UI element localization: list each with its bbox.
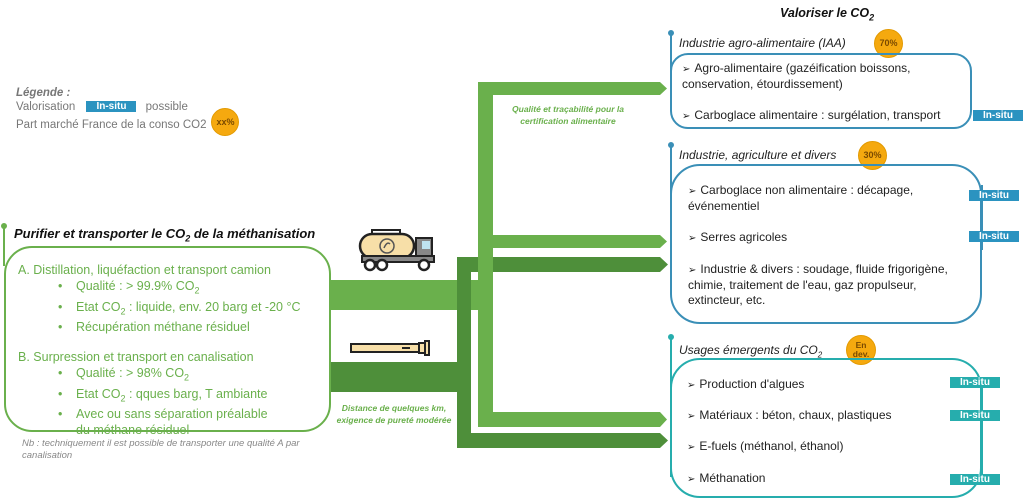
- truck-flow-vertical: [478, 82, 493, 427]
- list-item: ➢Méthanation: [687, 471, 766, 485]
- list-item: ➢Carboglace alimentaire : surgélation, t…: [682, 108, 941, 122]
- legend: Légende : Valorisation In-situ possible …: [16, 86, 240, 136]
- section-a: A. Distillation, liquéfaction et transpo…: [18, 262, 301, 335]
- insitu-badge: In-situ: [969, 231, 1019, 242]
- arrow-to-industrie-dark: [457, 257, 668, 272]
- list-item: ➢Industrie & divers : soudage, fluide fr…: [688, 262, 948, 307]
- insitu-badge: In-situ: [950, 474, 1000, 485]
- arrow-to-industrie-light: [493, 235, 667, 248]
- section-b-bullet: Avec ou sans séparation préalable du mét…: [58, 406, 276, 438]
- section-a-heading: A. Distillation, liquéfaction et transpo…: [18, 263, 271, 277]
- list-item: ➢E-fuels (méthanol, éthanol): [687, 439, 844, 453]
- list-item: ➢Serres agricoles: [688, 230, 788, 244]
- section-b-heading: B. Surpression et transport en canalisat…: [18, 350, 254, 364]
- insitu-badge: In-situ: [950, 410, 1000, 421]
- section-b-bullet: Qualité : > 98% CO2: [58, 365, 276, 386]
- group-industrie-right-line: [981, 185, 983, 250]
- insitu-badge: In-situ: [973, 110, 1023, 121]
- footnote: Nb : techniquement il est possible de tr…: [22, 438, 300, 461]
- flow-label-pipeline: Distance de quelques km, exigence de pur…: [336, 403, 452, 425]
- group-iaa-line: [670, 33, 672, 83]
- left-section-line: [3, 226, 5, 266]
- section-a-bullet: Etat CO2 : liquide, env. 20 barg et -20 …: [58, 299, 300, 320]
- section-b: B. Surpression et transport en canalisat…: [18, 349, 301, 438]
- pipe-flow-vertical-left: [457, 257, 471, 448]
- pipe-flow-horizontal: [330, 362, 460, 392]
- left-title-sub: 2: [185, 233, 191, 244]
- pipeline-icon: [350, 340, 430, 356]
- section-a-bullet: Récupération méthane résiduel: [58, 319, 301, 335]
- left-title-pre: Purifier et transporter le CO: [14, 226, 186, 241]
- left-section-title: Purifier et transporter le CO2 de la mét…: [14, 226, 315, 244]
- legend-valorisation-label: Valorisation: [16, 101, 76, 113]
- group-emergents-badge: En dev.: [846, 335, 876, 365]
- legend-market-share-label: Part marché France de la conso CO2: [16, 119, 207, 131]
- arrow-to-emergents-dark: [457, 433, 668, 448]
- left-title-post: de la méthanisation: [190, 226, 316, 241]
- legend-title: Légende :: [16, 87, 71, 99]
- group-emergents-title: Usages émergents du CO2: [679, 343, 823, 360]
- group-iaa-title: Industrie agro-alimentaire (IAA): [679, 36, 846, 50]
- truck-flow-horizontal: [330, 280, 480, 310]
- truck-icon: [358, 229, 435, 272]
- list-item: ➢Carboglace non alimentaire : décapage, …: [688, 183, 914, 213]
- list-item: ➢Agro-alimentaire (gazéification boisson…: [682, 61, 911, 91]
- group-iaa-box: [670, 53, 972, 129]
- arrow-to-iaa: [478, 82, 667, 95]
- list-item: ➢Production d'algues: [687, 377, 805, 391]
- group-industrie-title: Industrie, agriculture et divers: [679, 148, 837, 162]
- group-industrie-line: [670, 145, 672, 215]
- left-section-content: A. Distillation, liquéfaction et transpo…: [18, 262, 301, 438]
- list-item: ➢Matériaux : béton, chaux, plastiques: [687, 408, 892, 422]
- right-section-title: Valoriser le CO2: [780, 6, 875, 23]
- flow-label-food-certification: Qualité et traçabilité pour la certifica…: [512, 104, 624, 126]
- insitu-badge: In-situ: [950, 377, 1000, 388]
- legend-insitu-badge: In-situ: [86, 101, 137, 113]
- legend-possible-label: possible: [145, 101, 188, 113]
- section-a-bullet: Qualité : > 99.9% CO2: [58, 278, 301, 299]
- group-emergents-right-line: [981, 378, 983, 478]
- section-b-bullet: Etat CO2 : qques barg, T ambiante: [58, 386, 276, 407]
- legend-market-share-badge: xx%: [211, 108, 240, 136]
- arrow-to-emergents-light: [478, 412, 667, 427]
- insitu-badge: In-situ: [969, 190, 1019, 201]
